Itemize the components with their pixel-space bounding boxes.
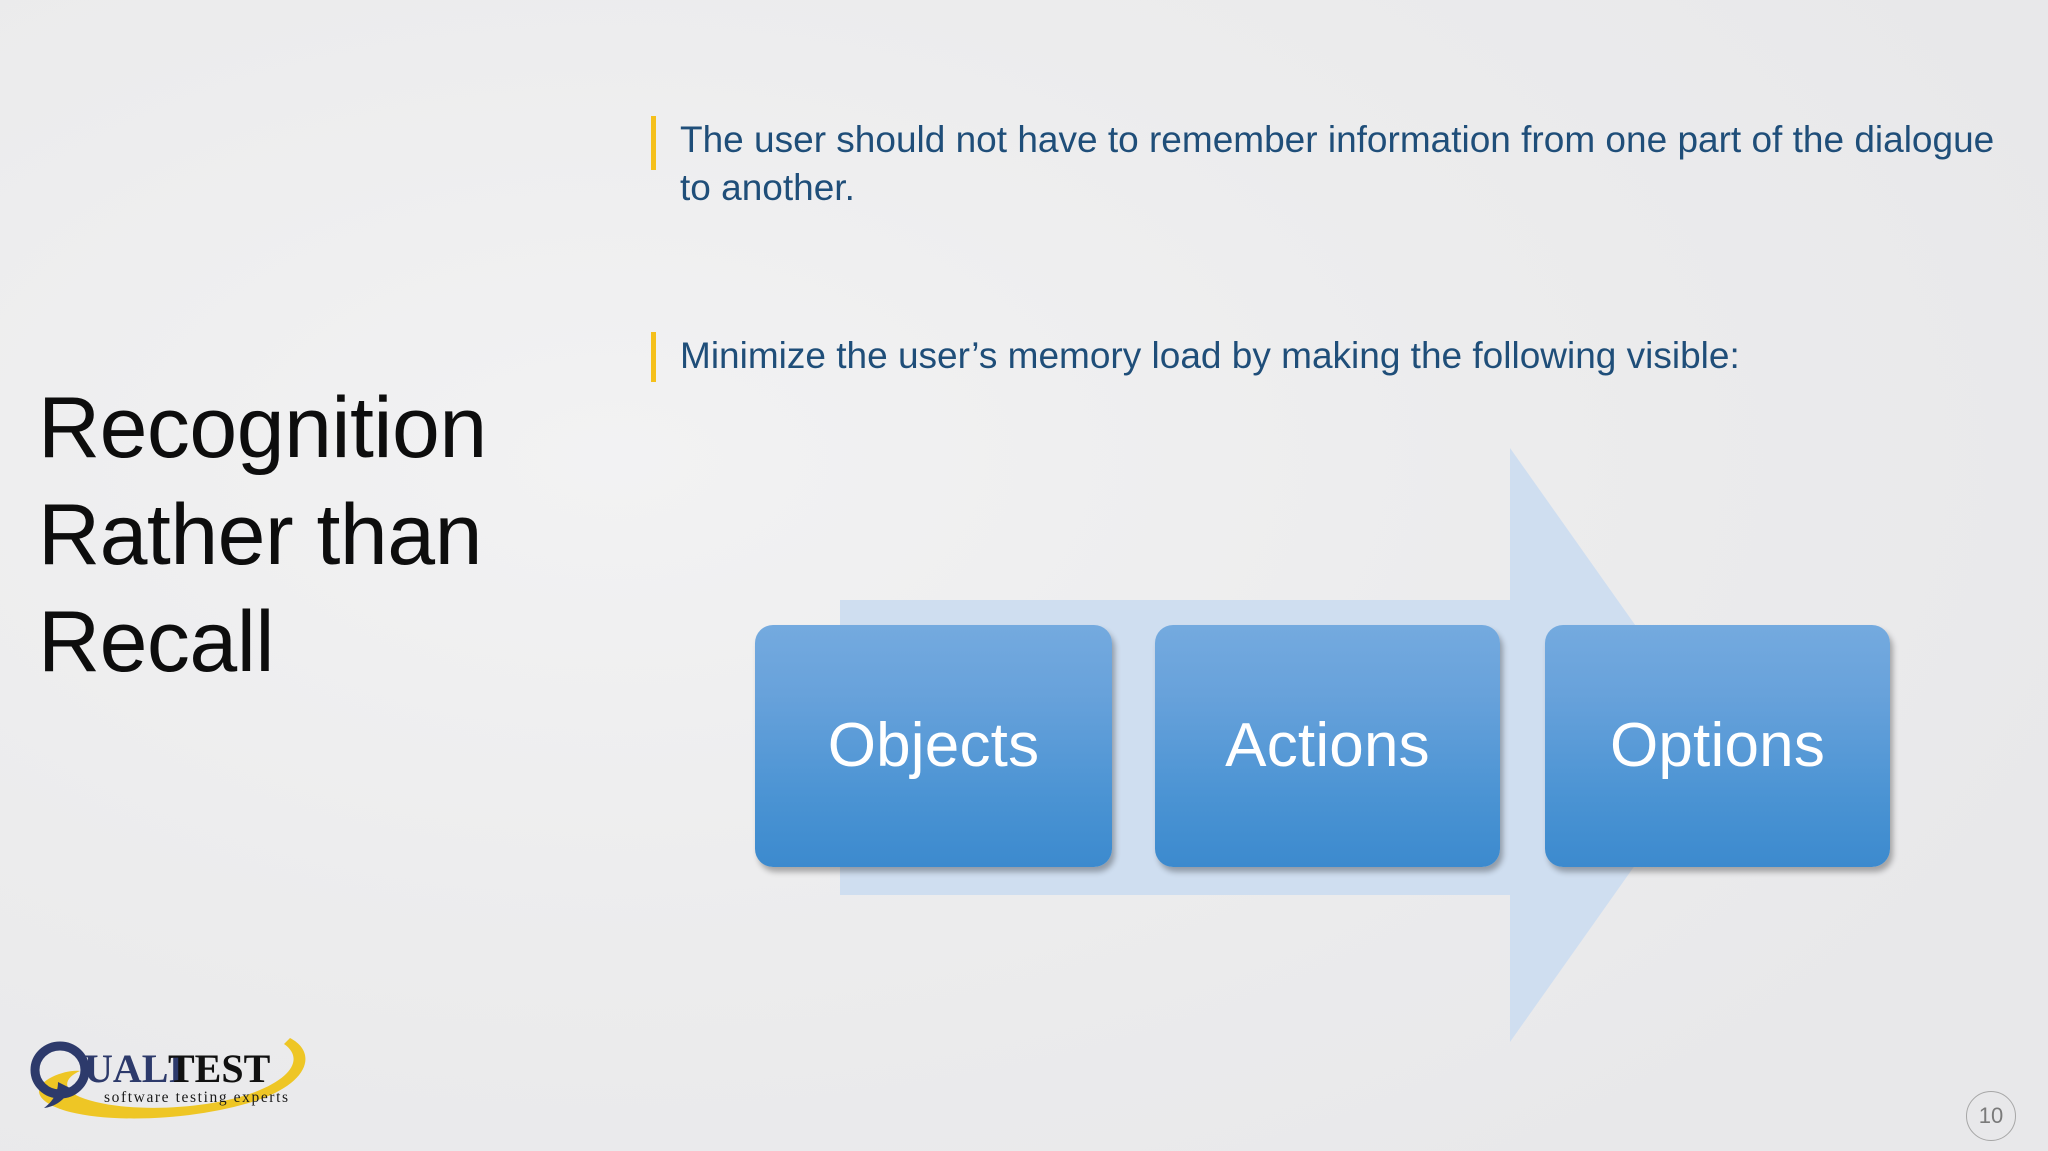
page-title: Recognition Rather than Recall	[38, 385, 598, 685]
process-step-objects[interactable]: Objects	[755, 625, 1112, 867]
process-step-label: Options	[1609, 711, 1826, 780]
page-number-text: 10	[1978, 1103, 2004, 1128]
bullet-text-2: Minimize the user’s memory load by makin…	[680, 335, 1740, 376]
title-line-2: Rather than	[38, 487, 482, 583]
logo-icon: UALI TEST software testing experts	[30, 1038, 306, 1119]
logo-tagline: software testing experts	[104, 1089, 290, 1106]
process-step-actions[interactable]: Actions	[1155, 625, 1500, 867]
logo-text-quali: UALI	[84, 1046, 184, 1091]
title-line-1: Recognition	[38, 380, 487, 476]
bullet-marker-icon	[651, 332, 656, 382]
process-step-list: Objects Actions Options	[755, 625, 1890, 867]
page-number-badge: 10	[1966, 1091, 2016, 1141]
bullet-item-2: Minimize the user’s memory load by makin…	[651, 332, 2001, 382]
process-step-label: Actions	[1225, 711, 1430, 780]
bullet-item-1: The user should not have to remember inf…	[651, 116, 2001, 212]
logo-text-test: TEST	[168, 1046, 271, 1091]
bullet-marker-icon	[651, 116, 656, 170]
process-step-label: Objects	[827, 711, 1040, 780]
process-step-options[interactable]: Options	[1545, 625, 1890, 867]
title-line-3: Recall	[38, 594, 274, 690]
bullet-text-1: The user should not have to remember inf…	[680, 119, 1995, 209]
qualitest-logo: UALI TEST software testing experts	[22, 1030, 322, 1130]
